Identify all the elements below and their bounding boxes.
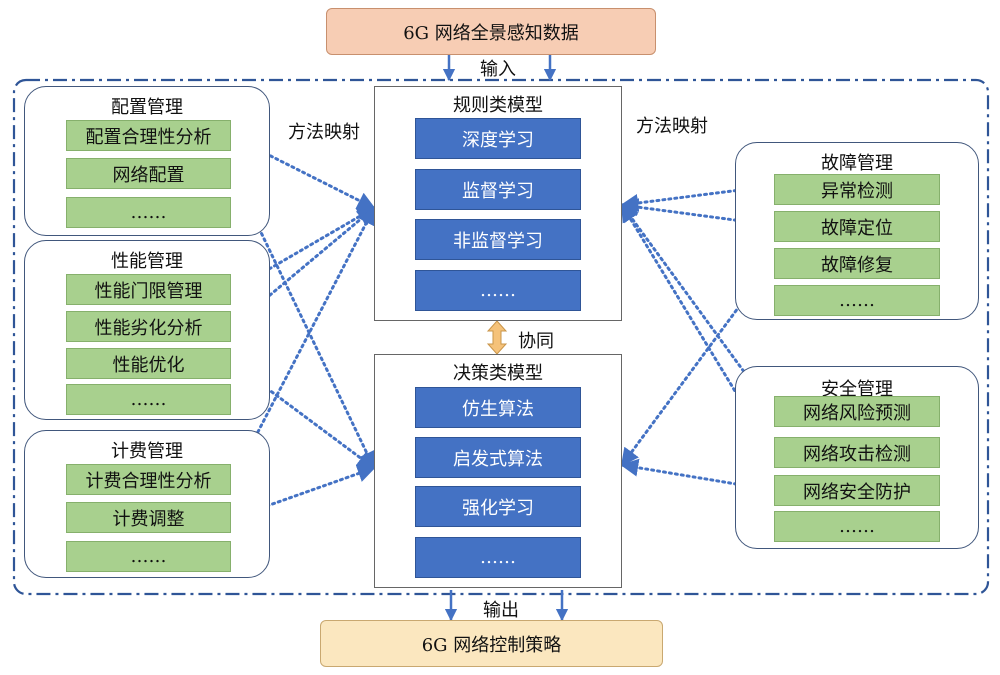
output-label: 输出 xyxy=(483,600,519,621)
security-management-title: 安全管理 xyxy=(821,379,893,400)
config-management-group: 配置管理 配置合理性分析 网络配置 …… xyxy=(24,86,270,236)
fault-item: …… xyxy=(774,285,940,316)
security-item: …… xyxy=(774,511,940,542)
billing-management-group: 计费管理 计费合理性分析 计费调整 …… xyxy=(24,430,270,578)
billing-item: 计费调整 xyxy=(66,502,231,533)
collab-arrow xyxy=(486,320,508,355)
billing-item: …… xyxy=(66,541,231,572)
output-strategy-box: 6G 网络控制策略 xyxy=(320,620,663,667)
fault-item: 故障定位 xyxy=(774,211,940,242)
security-management-group: 安全管理 网络风险预测 网络攻击检测 网络安全防护 …… xyxy=(735,366,979,549)
method-map-left-label: 方法映射 xyxy=(288,122,360,143)
decision-model-item: 启发式算法 xyxy=(415,437,581,478)
fault-management-group: 故障管理 异常检测 故障定位 故障修复 …… xyxy=(735,142,979,320)
fault-item: 故障修复 xyxy=(774,248,940,279)
billing-management-title: 计费管理 xyxy=(111,441,183,462)
config-item: 网络配置 xyxy=(66,158,231,189)
config-item: 配置合理性分析 xyxy=(66,120,231,151)
performance-management-group: 性能管理 性能门限管理 性能劣化分析 性能优化 …… xyxy=(24,240,270,420)
rule-model-item: 监督学习 xyxy=(415,169,581,210)
perf-item: 性能劣化分析 xyxy=(66,311,231,342)
input-label: 输入 xyxy=(480,59,516,80)
input-data-label: 6G 网络全景感知数据 xyxy=(403,22,579,44)
security-item: 网络风险预测 xyxy=(774,396,940,427)
perf-item: …… xyxy=(66,384,231,415)
decision-model-item: 强化学习 xyxy=(415,486,581,527)
config-item: …… xyxy=(66,197,231,228)
fault-item: 异常检测 xyxy=(774,174,940,205)
rule-model-box: 规则类模型 深度学习 监督学习 非监督学习 …… xyxy=(374,86,622,321)
perf-item: 性能门限管理 xyxy=(66,274,231,305)
rule-model-item: 深度学习 xyxy=(415,118,581,159)
security-item: 网络安全防护 xyxy=(774,475,940,506)
performance-management-title: 性能管理 xyxy=(111,251,183,272)
collab-label: 协同 xyxy=(518,331,554,352)
rule-model-item: 非监督学习 xyxy=(415,219,581,260)
method-map-right-label: 方法映射 xyxy=(636,116,708,137)
billing-item: 计费合理性分析 xyxy=(66,464,231,495)
rule-model-title: 规则类模型 xyxy=(453,95,543,116)
decision-model-item: 仿生算法 xyxy=(415,387,581,428)
config-management-title: 配置管理 xyxy=(111,97,183,118)
decision-model-title: 决策类模型 xyxy=(453,363,543,384)
input-data-box: 6G 网络全景感知数据 xyxy=(326,8,656,55)
security-item: 网络攻击检测 xyxy=(774,437,940,468)
perf-item: 性能优化 xyxy=(66,348,231,379)
fault-management-title: 故障管理 xyxy=(821,153,893,174)
output-strategy-label: 6G 网络控制策略 xyxy=(421,634,562,656)
rule-model-item: …… xyxy=(415,270,581,311)
decision-model-box: 决策类模型 仿生算法 启发式算法 强化学习 …… xyxy=(374,354,622,588)
decision-model-item: …… xyxy=(415,537,581,578)
